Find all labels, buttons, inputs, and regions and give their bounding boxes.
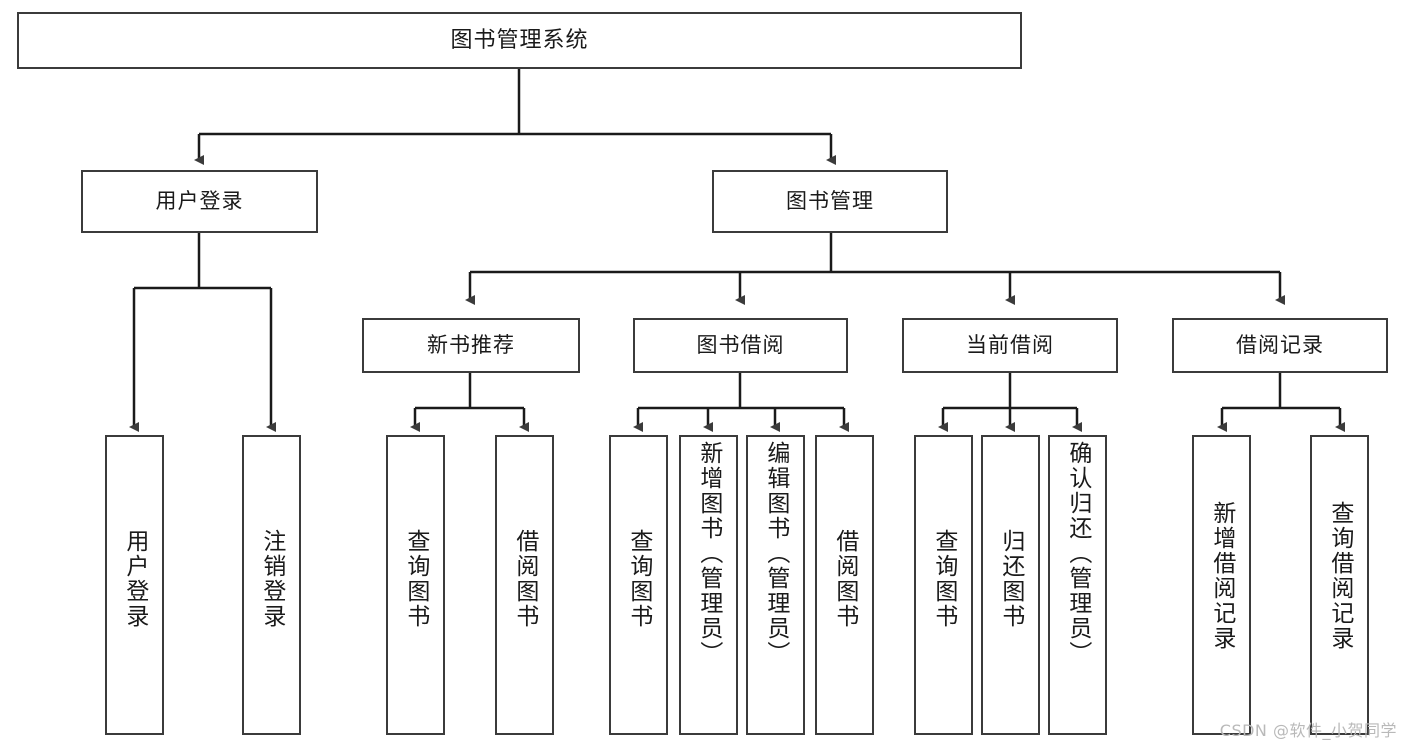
node-label: 图书借阅 [696,333,785,358]
node-book-management[interactable]: 图书管理 [712,170,948,233]
node-label: 图书管理系统 [450,27,589,53]
leaf-record-query-record[interactable]: 查询借阅记录 [1310,435,1369,735]
leaf-borrow-borrow-book[interactable]: 借阅图书 [815,435,874,735]
node-label: 图书管理 [786,189,874,214]
node-new-book-recommend[interactable]: 新书推荐 [362,318,580,373]
leaf-recommend-borrow-book[interactable]: 借阅图书 [495,435,554,735]
leaf-user-login-logout[interactable]: 注销登录 [242,435,301,735]
leaf-label: 编辑图书（管理员） [762,441,789,666]
leaf-label: 查询图书 [930,529,957,629]
node-user-login[interactable]: 用户登录 [81,170,318,233]
leaf-borrow-edit-book-admin[interactable]: 编辑图书（管理员） [746,435,805,735]
node-current-borrow[interactable]: 当前借阅 [902,318,1118,373]
leaf-current-query-book[interactable]: 查询图书 [914,435,973,735]
leaf-label: 新增借阅记录 [1208,501,1235,651]
leaf-current-confirm-return-admin[interactable]: 确认归还（管理员） [1048,435,1107,735]
node-label: 借阅记录 [1236,333,1324,358]
leaf-current-return-book[interactable]: 归还图书 [981,435,1040,735]
leaf-label: 注销登录 [258,529,285,629]
leaf-label: 查询图书 [402,529,429,629]
node-root-system[interactable]: 图书管理系统 [17,12,1022,69]
leaf-recommend-query-book[interactable]: 查询图书 [386,435,445,735]
leaf-label: 查询借阅记录 [1326,501,1353,651]
node-label: 用户登录 [155,189,244,214]
leaf-label: 借阅图书 [511,529,538,629]
watermark: CSDN @软件_小贺同学 [1219,721,1397,740]
node-label: 当前借阅 [966,333,1054,358]
leaf-user-login-login[interactable]: 用户登录 [105,435,164,735]
leaf-label: 用户登录 [121,529,148,629]
leaf-record-add-record[interactable]: 新增借阅记录 [1192,435,1251,735]
leaf-label: 新增图书（管理员） [695,441,722,666]
leaf-label: 确认归还（管理员） [1064,441,1091,666]
leaf-borrow-add-book-admin[interactable]: 新增图书（管理员） [679,435,738,735]
leaf-label: 查询图书 [625,529,652,629]
node-book-borrow[interactable]: 图书借阅 [633,318,848,373]
leaf-label: 借阅图书 [831,529,858,629]
leaf-label: 归还图书 [997,529,1024,629]
node-label: 新书推荐 [427,333,515,358]
leaf-borrow-query-book[interactable]: 查询图书 [609,435,668,735]
node-borrow-record[interactable]: 借阅记录 [1172,318,1388,373]
